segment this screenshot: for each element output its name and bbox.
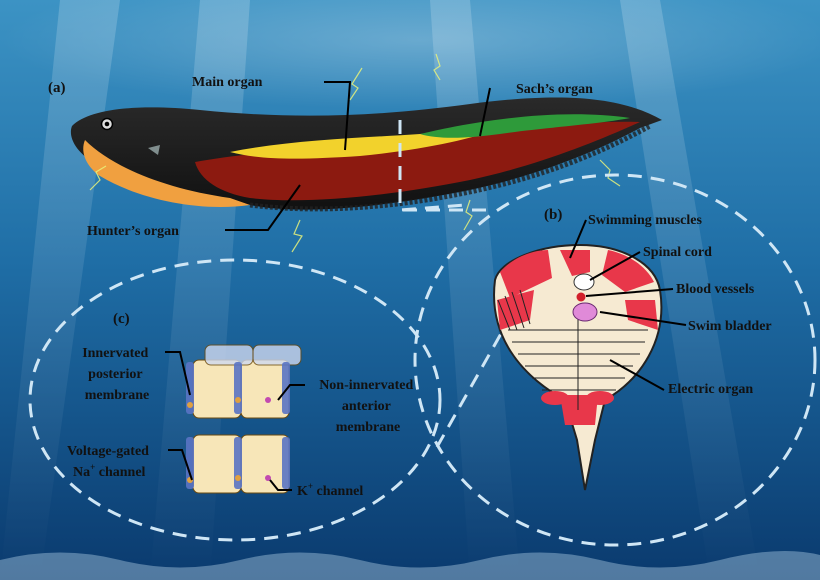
sea-floor: [0, 551, 820, 580]
swimming-muscles-label: Swimming muscles: [588, 213, 703, 228]
na-channel-label: Na+ channel: [73, 462, 146, 480]
blood-vessels-label: Blood vessels: [676, 282, 755, 297]
sachs-organ-label: Sach’s organ: [516, 82, 593, 97]
panel-label-a: (a): [48, 80, 66, 96]
cross-section: [493, 243, 663, 491]
cell-leader-lines: [165, 351, 305, 491]
hunters-organ-shape: [195, 121, 640, 201]
eel-leader-lines: [225, 81, 491, 231]
non-innervated-label: Non-innervated anterior membrane: [319, 378, 417, 435]
k-channel-label: K+ channel: [297, 481, 363, 499]
voltage-gated-label: Voltage-gated: [67, 444, 149, 459]
electroplate-lines: [497, 289, 648, 410]
electrocyte-stack: [186, 344, 302, 494]
electric-eel: [70, 53, 662, 253]
callout-circle-c: [28, 258, 442, 542]
spinal-cord-label: Spinal cord: [643, 245, 712, 260]
blood-vessel-shape: [576, 292, 586, 302]
panel-label-b: (b): [544, 207, 562, 223]
main-organ-label: Main organ: [192, 75, 263, 90]
sachs-organ-shape: [420, 114, 630, 138]
electrocyte-cells: [192, 344, 302, 494]
innervated-label: Innervated posterior membrane: [82, 346, 152, 403]
eel-belly: [83, 140, 251, 207]
callout-circle-b: [413, 173, 817, 547]
hunters-organ-label: Hunter’s organ: [87, 224, 179, 239]
swim-bladder-label: Swim bladder: [688, 319, 772, 334]
electric-sparks: [89, 53, 621, 253]
channel-markers: [187, 397, 271, 483]
eel-gill: [148, 145, 160, 155]
electric-organ-label: Electric organ: [668, 382, 753, 397]
panel-label-c: (c): [113, 311, 130, 327]
swim-bladder-shape: [572, 302, 598, 322]
cross-section-leader-lines: [569, 219, 687, 391]
spinal-cord-shape: [573, 273, 595, 291]
